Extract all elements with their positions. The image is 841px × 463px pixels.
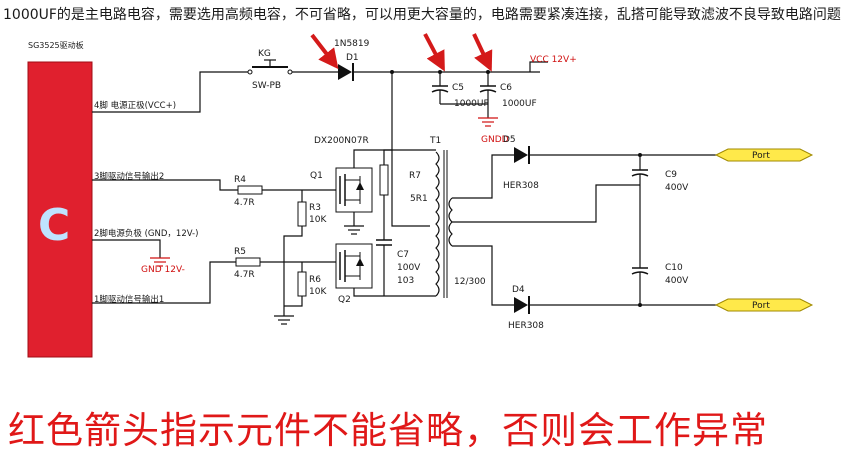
r6-bottom-wire [284,296,303,307]
c10-ref: C10 [665,263,683,273]
switch-value: SW-PB [252,81,281,91]
c10-value: 400V [665,276,689,286]
c5-ref: C5 [452,83,464,93]
r6-ref: R6 [309,275,321,285]
capacitor-c7 [376,239,392,246]
resistor-r4 [237,185,263,195]
gndd-label: GNDD [481,135,509,145]
red-arrow-c5 [423,33,445,72]
q1-drain-wire [353,149,430,168]
bottom-warning: 红色箭头指示元件不能省略，否则会工作异常 [8,409,768,452]
q2-drain-wire [353,288,430,297]
diode-d1 [338,63,354,81]
r4-value: 4.7R [234,198,255,208]
mosfet-q2 [335,243,373,289]
output-port-bottom-label: Port [752,301,770,311]
r4-ref: R4 [234,175,246,185]
c9-value: 400V [665,183,689,193]
transformer-t1 [435,150,453,298]
output-port-bottom [714,298,814,312]
r3-value: 10K [309,215,327,225]
vcc-wire [529,61,548,72]
pin4-wire [92,71,248,113]
board-logo-letter: C [38,200,70,251]
mosfet-q1 [335,167,373,213]
driver-board-title: SG3525驱动板 [28,40,84,50]
t1-primary-wire [391,149,436,297]
d5-part: HER308 [503,181,539,191]
capacitor-c5 [431,72,488,105]
r7-ref: R7 [409,171,421,181]
vcc-label: VCC 12V+ [530,55,577,65]
c6-value: 1000UF [502,99,537,109]
pin1-label: 1脚驱动信号输出1 [94,294,164,305]
q1-ref: Q1 [310,171,323,181]
red-arrow-c6 [472,33,493,72]
pin3-label: 3脚驱动信号输出2 [94,171,164,182]
resistor-r6 [297,271,307,297]
d4-ref: D4 [512,285,525,295]
capacitor-c6 [479,72,497,118]
gndd-symbol [478,117,498,127]
pin4-label: 4脚 电源正极(VCC+) [94,100,176,111]
resistor-r7 [379,164,389,196]
pin3-wire [92,179,238,191]
pin2-wire [92,239,161,258]
resistor-r5 [235,257,261,267]
capacitor-c10 [631,226,649,305]
capacitor-c9 [631,155,649,226]
r3-bottom-wire [283,226,303,316]
c5-value: 1000UF [454,99,489,109]
c7-ref: C7 [397,250,409,260]
c7-value1: 100V [397,263,421,273]
t1-ref: T1 [429,136,441,146]
c9-ref: C9 [665,170,677,180]
gnd-12v-label: GND 12V- [141,265,185,275]
r5-ref: R5 [234,247,246,257]
secondary-bottom-wire [452,245,514,306]
switch-kg [247,59,293,75]
c7-value2: 103 [397,276,414,286]
r7-wire [383,72,393,165]
c6-ref: C6 [500,83,512,93]
mosfet-part: DX200N07R [314,136,369,146]
output-port-top [714,148,814,162]
d4-part: HER308 [508,321,544,331]
pin1-wire [92,261,236,304]
red-arrow-d1 [310,33,339,70]
d5-ref: D5 [503,135,516,145]
resistor-r3 [297,201,307,227]
output-port-top-label: Port [752,151,770,161]
secondary-top-wire [452,154,514,199]
r7-value: 5R1 [410,194,428,204]
q2-ref: Q2 [338,295,351,305]
diode-d5 [514,146,530,164]
d1-part: 1N5819 [334,39,370,49]
ground-symbol [274,315,294,325]
diode-d4 [514,296,530,314]
r6-value: 10K [309,287,327,297]
pin2-label: 2脚电源负极 (GND，12V-) [94,228,198,239]
secondary-mid-wire [452,184,640,223]
t1-ratio: 12/300 [454,277,486,287]
switch-ref: KG [258,49,271,59]
ground-symbol [344,225,364,235]
driver-board-block [27,61,93,358]
d1-ref: D1 [346,53,359,63]
gnd-12v-symbol [150,257,170,267]
r5-value: 4.7R [234,270,255,280]
r3-ref: R3 [309,203,321,213]
top-note: 1000UF的是主电路电容，需要选用高频电容，不可省略，可以用更大容量的，电路需… [3,7,841,23]
